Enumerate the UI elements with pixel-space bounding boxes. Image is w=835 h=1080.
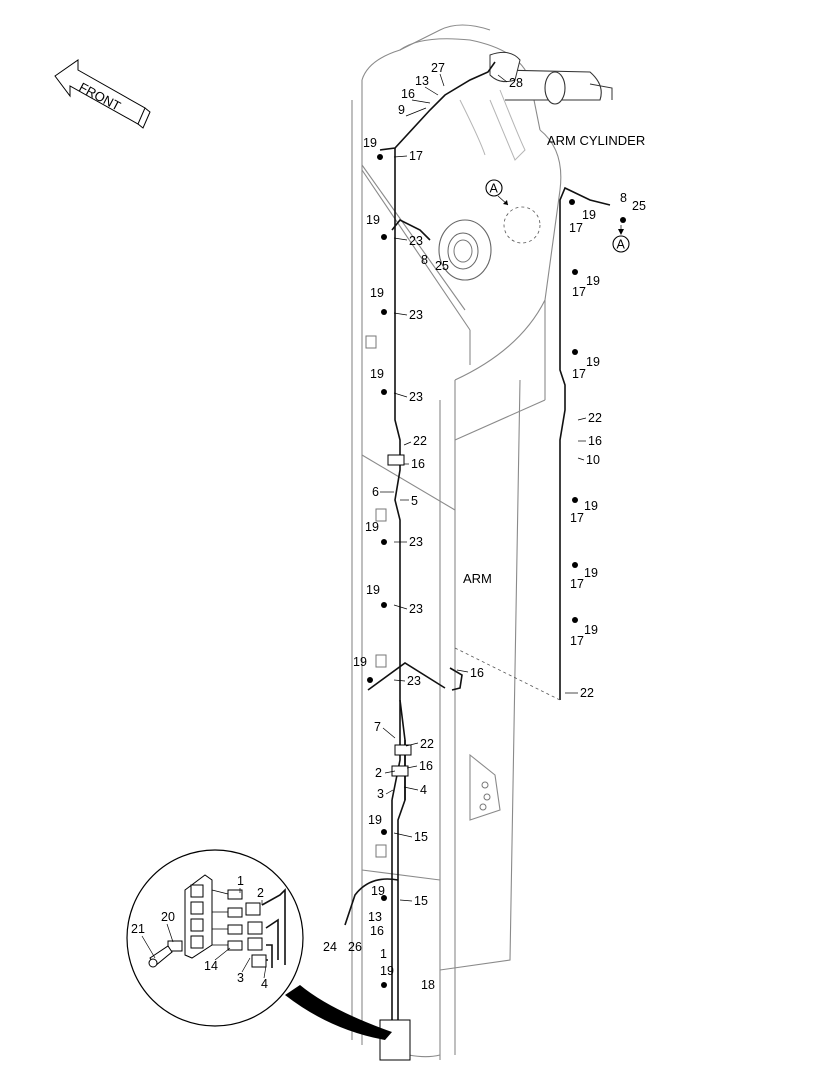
part-label: 16	[588, 434, 602, 448]
part-label: 16	[419, 759, 433, 773]
view-marker-right-text: A	[617, 238, 626, 252]
part-label: 17	[569, 221, 583, 235]
part-label: 19	[365, 520, 379, 534]
view-marker-top: A	[485, 179, 509, 206]
part-label: 24	[323, 940, 337, 954]
part-label: 5	[411, 494, 418, 508]
arm-cylinder-label: ARM CYLINDER	[547, 133, 645, 148]
part-label: 19	[370, 367, 384, 381]
part-label: 19	[353, 655, 367, 669]
part-label: 17	[409, 149, 423, 163]
part-label: 23	[409, 602, 423, 616]
view-marker-right: A	[612, 225, 630, 253]
part-label: 22	[588, 411, 602, 425]
part-label: 18	[421, 978, 435, 992]
part-label: 16	[411, 457, 425, 471]
part-label: 10	[586, 453, 600, 467]
part-label: 22	[413, 434, 427, 448]
part-label: 19	[586, 274, 600, 288]
detail-label: 20	[161, 910, 175, 924]
arm-cylinder	[489, 51, 613, 105]
part-label: 15	[414, 830, 428, 844]
part-label: 17	[572, 367, 586, 381]
part-label: 15	[414, 894, 428, 908]
detail-label: 3	[237, 971, 244, 985]
part-label: 23	[409, 390, 423, 404]
view-marker-top-text: A	[490, 182, 499, 196]
part-label: 1	[380, 947, 387, 961]
part-label: 23	[409, 234, 423, 248]
part-label: 25	[435, 259, 449, 273]
part-label: 22	[420, 737, 434, 751]
detail-callout: 1 2 20 21 14 3 4	[126, 849, 392, 1040]
part-label: 3	[377, 787, 384, 801]
part-label: 19	[380, 964, 394, 978]
part-label: 9	[398, 103, 405, 117]
part-label: 23	[407, 674, 421, 688]
part-label: 23	[409, 308, 423, 322]
part-label: 7	[374, 720, 381, 734]
detail-label: 2	[257, 886, 264, 900]
arm-label: ARM	[463, 571, 492, 586]
part-label: 13	[368, 910, 382, 924]
part-label: 27	[431, 61, 445, 75]
part-label: 17	[570, 577, 584, 591]
detail-label: 4	[261, 977, 268, 991]
part-label: 19	[371, 884, 385, 898]
detail-label: 1	[237, 874, 244, 888]
main-hoses	[344, 61, 496, 1061]
part-label: 19	[586, 355, 600, 369]
part-label: 17	[570, 634, 584, 648]
part-label: 6	[372, 485, 379, 499]
part-label: 4	[420, 783, 427, 797]
part-label: 23	[409, 535, 423, 549]
part-label: 22	[580, 686, 594, 700]
right-hose-detail	[454, 186, 611, 701]
part-label: 19	[584, 499, 598, 513]
part-label: 19	[366, 213, 380, 227]
part-label: 19	[368, 813, 382, 827]
arm-outline	[351, 24, 562, 1060]
part-label: 16	[470, 666, 484, 680]
part-label: 8	[620, 191, 627, 205]
part-label: 19	[366, 583, 380, 597]
part-label: 19	[584, 566, 598, 580]
part-label: 26	[348, 940, 362, 954]
part-label: 19	[582, 208, 596, 222]
part-label: 2	[375, 766, 382, 780]
detail-label: 14	[204, 959, 218, 973]
part-label: 19	[370, 286, 384, 300]
part-label: 25	[632, 199, 646, 213]
part-label: 28	[509, 76, 523, 90]
part-label: 13	[415, 74, 429, 88]
leader-lines	[380, 73, 587, 902]
part-label: 19	[584, 623, 598, 637]
part-label: 16	[370, 924, 384, 938]
part-label: 8	[421, 253, 428, 267]
part-label: 16	[401, 87, 415, 101]
part-label: 19	[363, 136, 377, 150]
front-arrow: FRONT	[54, 59, 151, 129]
part-labels: 27 13 16 9 28 19 17 19 23 8 25 19 23 19 …	[323, 61, 646, 992]
part-label: 17	[572, 285, 586, 299]
part-label: 17	[570, 511, 584, 525]
detail-label: 21	[131, 922, 145, 936]
bolt-markers	[367, 154, 626, 988]
